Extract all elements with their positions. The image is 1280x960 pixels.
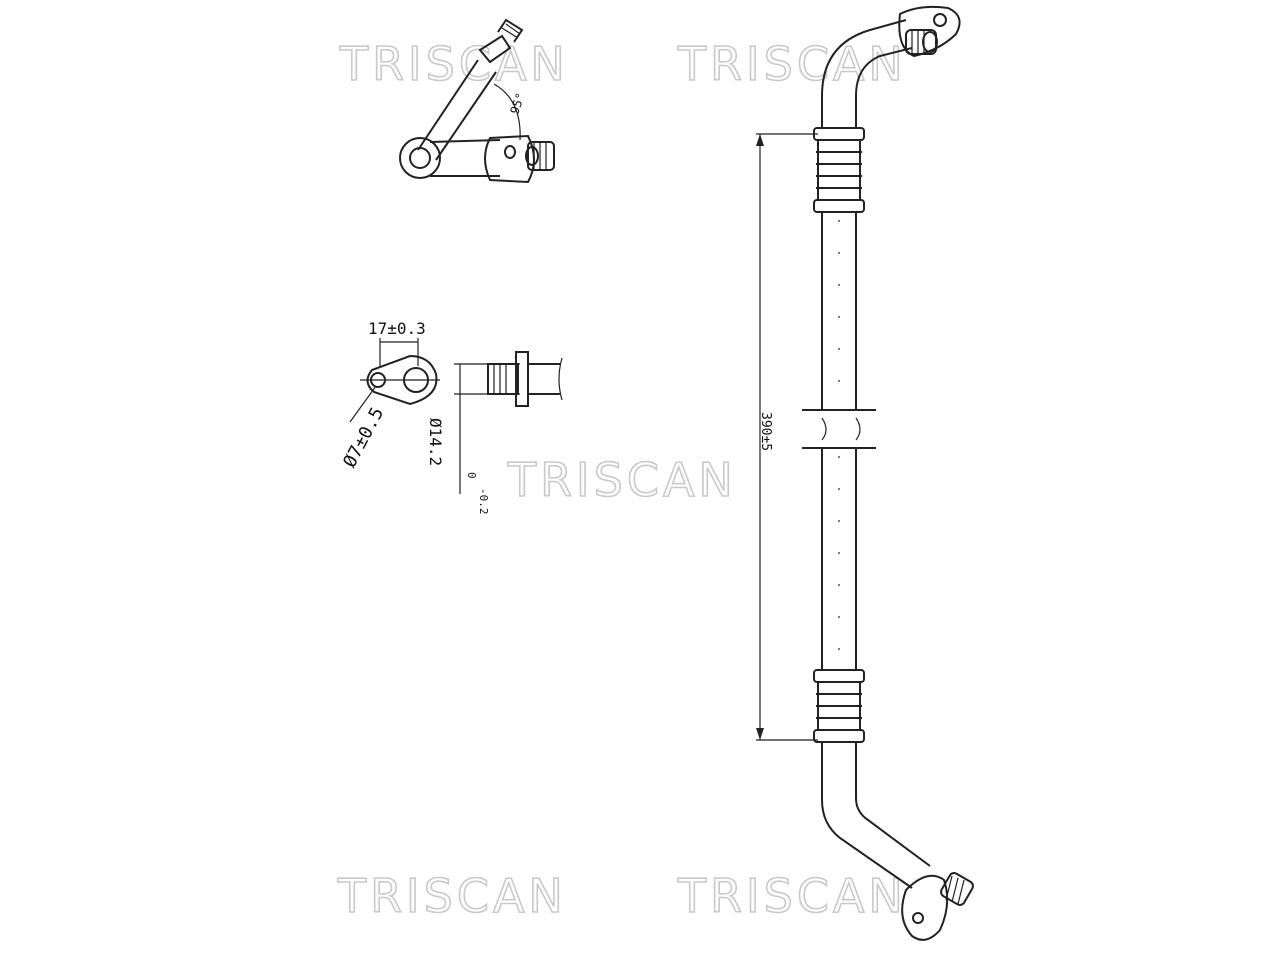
watermark-bottom-right: TRISCAN [677, 869, 907, 923]
tube-continuation [528, 363, 560, 395]
bottom-fitting-thread-lines [945, 875, 965, 905]
length-ext-lines [756, 133, 818, 741]
top-bend-edge-right [855, 47, 913, 128]
bottom-flange-hole [912, 912, 924, 924]
overall-length-label: 390±5 [758, 412, 773, 451]
angle-label: 95° [507, 91, 528, 116]
upper-fitting-flange [478, 34, 512, 64]
tube-break-lines [802, 409, 876, 449]
upper-fitting-thread [501, 23, 521, 39]
lower-fitting-block [484, 134, 535, 184]
lower-fitting-bore [525, 146, 539, 166]
tube-lower-segment [821, 448, 857, 670]
watermark-top-left: TRISCAN [339, 37, 569, 91]
bottom-bend-edge-right [855, 742, 931, 867]
watermark-center: TRISCAN [507, 453, 737, 507]
lower-fitting-thread-body [527, 141, 555, 171]
tube-break-mark [558, 357, 563, 401]
tube-end-collar [515, 351, 529, 407]
top-bend-edge-left [821, 19, 907, 128]
upper-sleeve-ribs [816, 151, 862, 189]
flange-spacing-dim-lines [379, 338, 419, 366]
hole-diameter-label: Ø7±0.5 [339, 404, 388, 471]
flange-spacing-label: 17±0.3 [368, 319, 426, 338]
angled-tube-edge-b [435, 71, 497, 161]
hole-dim-leader [349, 385, 377, 423]
upper-fitting-nut [497, 18, 524, 43]
angled-fitting-view: 95° [399, 18, 555, 184]
upper-sleeve-cap [813, 127, 865, 141]
flange-eye-inner [409, 147, 431, 169]
tube-diameter-label: Ø14.2 [426, 418, 445, 466]
bottom-flange [901, 874, 949, 941]
main-pipe-view: 390±5 [756, 5, 974, 941]
top-flange-hole [933, 13, 947, 27]
bottom-fitting-thread-body [940, 872, 974, 906]
flange-plate [366, 354, 438, 406]
watermark-bottom-left: TRISCAN [337, 869, 567, 923]
flange-eye-outer [399, 137, 441, 179]
lower-fitting-hole [504, 145, 516, 159]
lower-sleeve-base [813, 729, 865, 743]
lower-sleeve-ribs [816, 693, 862, 719]
bottom-bend-edge-left [821, 742, 913, 889]
lower-fitting-thread-lines [533, 142, 547, 170]
tube-end-thread [493, 364, 507, 394]
tube-end-body [487, 363, 519, 395]
watermark-top-right: TRISCAN [677, 37, 907, 91]
upper-sleeve-base [813, 199, 865, 213]
angled-tube-edge-a [417, 59, 479, 151]
watermark-layer: TRISCAN TRISCAN TRISCAN TRISCAN TRISCAN [336, 36, 907, 924]
angle-arc [493, 83, 521, 141]
upper-sleeve-body [817, 139, 861, 201]
tube-upper-segment [821, 212, 857, 410]
lower-sleeve-cap [813, 669, 865, 683]
top-fitting-bore [922, 31, 938, 53]
tube-diameter-tol-upper: 0 [465, 472, 478, 479]
tube-break-curves [821, 417, 861, 441]
tube-diameter-tol-lower: -0.2 [477, 488, 490, 515]
